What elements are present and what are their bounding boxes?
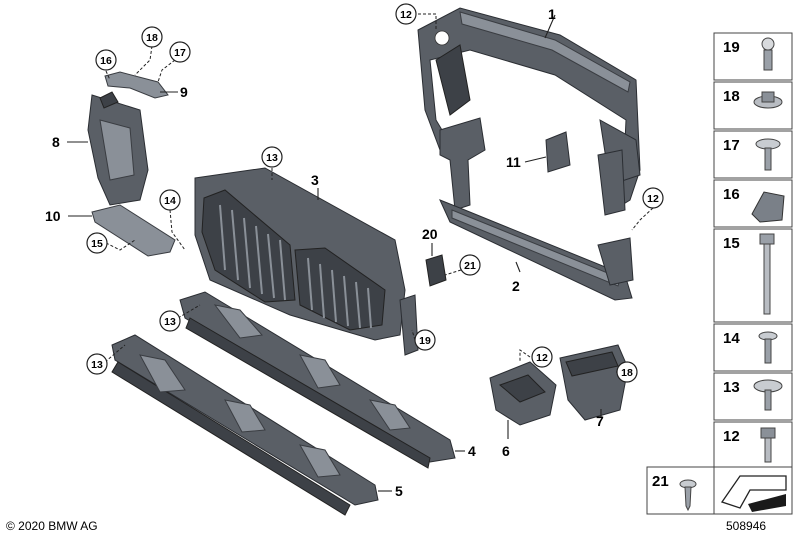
legend-item-14: 14 bbox=[713, 323, 793, 372]
screw-washer-icon bbox=[755, 138, 781, 171]
callout-18-top: 18 bbox=[141, 26, 163, 48]
legend-item-17: 17 bbox=[713, 130, 793, 179]
svg-text:13: 13 bbox=[164, 316, 176, 328]
svg-text:21: 21 bbox=[464, 260, 476, 272]
svg-text:15: 15 bbox=[723, 235, 740, 252]
legend-item-21: 21 bbox=[646, 466, 715, 515]
grille-slats bbox=[219, 204, 372, 329]
kidney-grille-frame bbox=[194, 167, 419, 356]
callout-12-top: 12 bbox=[395, 3, 417, 25]
bracket-10 bbox=[91, 204, 176, 257]
bumper-carrier-4 bbox=[179, 291, 456, 469]
air-duct-7 bbox=[559, 344, 629, 421]
svg-text:15: 15 bbox=[91, 238, 103, 250]
legend-item-19: 19 bbox=[713, 32, 793, 81]
air-duct-8 bbox=[87, 91, 149, 206]
svg-text:14: 14 bbox=[723, 330, 740, 347]
fastener-legend: 19 18 17 16 bbox=[646, 32, 793, 515]
svg-text:17: 17 bbox=[174, 47, 186, 59]
callout-12-right: 12 bbox=[642, 187, 664, 209]
callout-3: 3 bbox=[311, 172, 319, 188]
copyright-text: © 2020 BMW AG bbox=[6, 519, 98, 533]
nut-washer-icon bbox=[753, 91, 783, 109]
arrow-icon bbox=[720, 475, 787, 512]
svg-text:14: 14 bbox=[164, 195, 176, 207]
callout-15: 15 bbox=[86, 232, 108, 254]
callout-5: 5 bbox=[395, 483, 403, 499]
flange-screw-icon bbox=[753, 379, 783, 411]
svg-text:13: 13 bbox=[723, 379, 740, 396]
svg-text:17: 17 bbox=[723, 137, 740, 154]
clip-nut-icon bbox=[751, 191, 785, 223]
svg-text:19: 19 bbox=[419, 335, 431, 347]
callout-7: 7 bbox=[596, 413, 604, 429]
leader-lines bbox=[67, 14, 602, 492]
callout-9: 9 bbox=[180, 84, 188, 100]
legend-arrow-cell bbox=[713, 466, 793, 515]
svg-text:12: 12 bbox=[647, 193, 659, 205]
svg-text:13: 13 bbox=[91, 359, 103, 371]
svg-text:16: 16 bbox=[723, 186, 740, 203]
callout-13-grille: 13 bbox=[261, 146, 283, 168]
svg-text:12: 12 bbox=[723, 428, 740, 445]
callout-21: 21 bbox=[459, 254, 481, 276]
svg-text:12: 12 bbox=[536, 352, 548, 364]
callout-4: 4 bbox=[468, 443, 476, 459]
self-tapping-screw-icon bbox=[679, 479, 697, 512]
callout-19: 19 bbox=[414, 329, 436, 351]
small-block-20 bbox=[425, 254, 447, 287]
callout-13-carrier-5: 13 bbox=[86, 353, 108, 375]
callout-14: 14 bbox=[159, 189, 181, 211]
hex-bolt-icon bbox=[760, 427, 776, 463]
radiator-support-lower bbox=[439, 117, 634, 301]
callout-13-carrier-4: 13 bbox=[159, 310, 181, 332]
callout-17: 17 bbox=[169, 41, 191, 63]
svg-text:18: 18 bbox=[723, 88, 740, 105]
callout-16: 16 bbox=[95, 49, 117, 71]
callout-1: 1 bbox=[548, 6, 556, 22]
callout-2: 2 bbox=[512, 278, 520, 294]
long-bolt-icon bbox=[759, 233, 775, 315]
callout-20: 20 bbox=[422, 226, 438, 242]
legend-item-16: 16 bbox=[713, 179, 793, 228]
svg-text:21: 21 bbox=[652, 473, 669, 490]
callout-8: 8 bbox=[52, 134, 60, 150]
air-duct-6 bbox=[489, 361, 557, 426]
legend-item-18: 18 bbox=[713, 81, 793, 130]
circled-callouts: 12 12 12 13 13 13 14 15 bbox=[86, 3, 664, 383]
svg-text:13: 13 bbox=[266, 152, 278, 164]
svg-text:18: 18 bbox=[146, 32, 158, 44]
svg-text:16: 16 bbox=[100, 55, 112, 67]
screw-icon bbox=[758, 331, 778, 364]
plain-callouts: 1 2 3 4 5 6 7 8 9 10 11 20 bbox=[45, 6, 604, 499]
svg-text:18: 18 bbox=[621, 367, 633, 379]
callout-12-duct: 12 bbox=[531, 346, 553, 368]
diagram-number: 508946 bbox=[726, 519, 766, 533]
bracket-11 bbox=[545, 131, 571, 173]
legend-item-12: 12 bbox=[713, 421, 793, 470]
callout-6: 6 bbox=[502, 443, 510, 459]
dashed-leaders bbox=[104, 13, 654, 373]
svg-text:19: 19 bbox=[723, 39, 740, 56]
callout-18-duct: 18 bbox=[616, 361, 638, 383]
bracket-9 bbox=[104, 71, 169, 99]
callout-11: 11 bbox=[506, 154, 521, 170]
push-rivet-icon bbox=[761, 37, 775, 71]
bumper-carrier-5 bbox=[111, 334, 379, 516]
legend-item-13: 13 bbox=[713, 372, 793, 421]
callout-10: 10 bbox=[45, 208, 61, 224]
legend-item-15: 15 bbox=[713, 228, 793, 323]
svg-text:12: 12 bbox=[400, 9, 412, 21]
